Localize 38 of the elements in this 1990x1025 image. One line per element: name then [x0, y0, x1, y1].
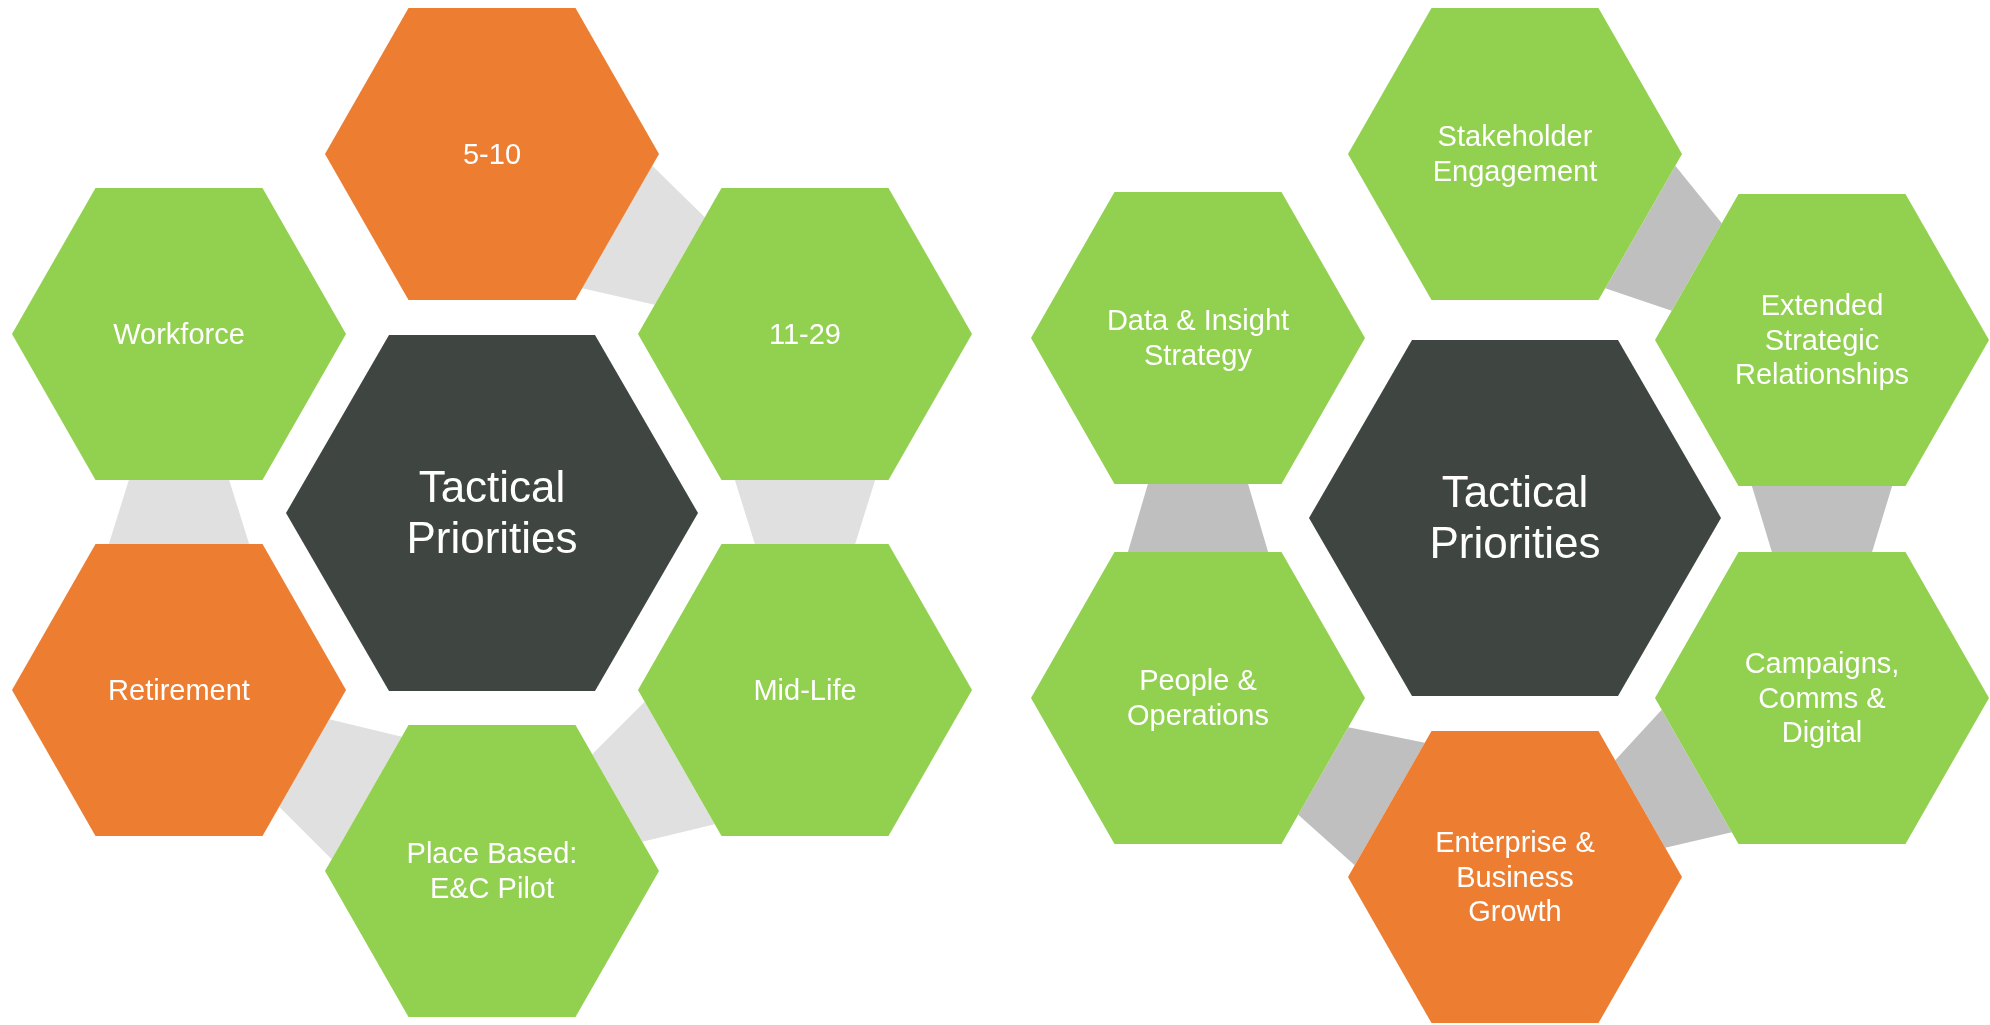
hexagon-label: 5-10 [462, 136, 521, 172]
hexagon-label: Stakeholder Engagement [1431, 119, 1599, 189]
connector-band [1605, 165, 1722, 311]
hexagon [1655, 552, 1989, 844]
connector-band [108, 480, 250, 544]
hexagon [1031, 552, 1365, 844]
hexagon [12, 544, 346, 836]
hexagon [12, 188, 346, 480]
hexagon [286, 335, 698, 691]
hexagon [638, 188, 972, 480]
hexagon-label: Mid-Life [753, 672, 857, 708]
hexagon [1309, 340, 1721, 696]
connector-band [582, 165, 705, 305]
hexagon-label: Enterprise & Business Growth [1434, 824, 1596, 930]
hexagon [1655, 194, 1989, 486]
hexagon [1348, 731, 1682, 1023]
hexagon-label: Data & Insight Strategy [1105, 303, 1291, 373]
connector-band [1127, 484, 1269, 552]
connector-band [1751, 486, 1893, 552]
hexagon [1348, 8, 1682, 300]
connector-band [734, 480, 876, 544]
connector-band [592, 701, 715, 842]
hexagon [1031, 192, 1365, 484]
hexagon-label: Extended Strategic Relationships [1733, 287, 1911, 393]
hexagon-label: People & Operations [1126, 663, 1270, 733]
hexagon [325, 725, 659, 1017]
hexagon-label: Campaigns, Comms & Digital [1743, 645, 1901, 751]
hexagon-label: Place Based: E&C Pilot [405, 836, 579, 906]
hexagon [325, 8, 659, 300]
hexagon-label: 11-29 [769, 316, 841, 352]
connector-band [1615, 709, 1732, 848]
hexagon-label: Workforce [113, 316, 245, 352]
hexagon [638, 544, 972, 836]
hexagon-label: Tactical Priorities [1428, 467, 1602, 569]
connector-band [1298, 727, 1425, 866]
connector-band [279, 719, 402, 860]
hexagon-label: Tactical Priorities [405, 462, 579, 564]
hexagon-label: Retirement [108, 672, 250, 708]
